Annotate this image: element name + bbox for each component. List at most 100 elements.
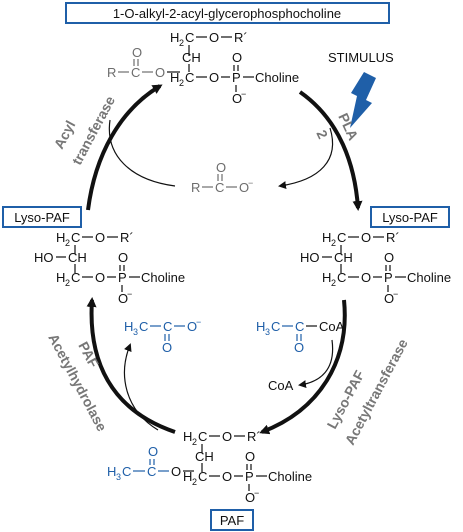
svg-text:2: 2: [65, 238, 70, 248]
svg-text:CH: CH: [195, 449, 214, 464]
svg-text:O: O: [155, 65, 165, 80]
svg-text:O: O: [245, 490, 255, 505]
arc-acetate-release: [123, 343, 159, 431]
acyl-anion: O R C O −: [191, 160, 253, 195]
svg-text:C: C: [215, 180, 224, 195]
svg-text:C: C: [198, 429, 207, 444]
svg-text:O: O: [232, 91, 242, 106]
svg-text:2: 2: [65, 278, 70, 288]
svg-text:O: O: [361, 270, 371, 285]
svg-text:C: C: [71, 230, 80, 245]
svg-text:O: O: [222, 469, 232, 484]
svg-text:H: H: [256, 319, 265, 334]
svg-text:2: 2: [331, 238, 336, 248]
svg-text:−: −: [196, 317, 201, 327]
coa-label: CoA: [268, 378, 294, 393]
svg-text:O: O: [245, 449, 255, 464]
svg-text:O: O: [209, 30, 219, 45]
acetyl-coa: H 3 C C CoA O: [256, 319, 345, 355]
svg-text:R´: R´: [386, 230, 400, 245]
svg-text:C: C: [198, 469, 207, 484]
svg-text:2: 2: [192, 437, 197, 447]
svg-text:H: H: [56, 230, 65, 245]
svg-text:Choline: Choline: [255, 70, 299, 85]
stimulus-arrow: [350, 72, 376, 128]
svg-text:C: C: [147, 464, 156, 479]
svg-text:H: H: [56, 270, 65, 285]
svg-text:H: H: [322, 230, 331, 245]
svg-text:R: R: [191, 180, 200, 195]
svg-text:H: H: [107, 464, 116, 479]
svg-text:−: −: [254, 488, 259, 498]
svg-text:O: O: [118, 250, 128, 265]
svg-text:R´: R´: [120, 230, 134, 245]
svg-text:H: H: [170, 30, 179, 45]
svg-text:O: O: [118, 291, 128, 306]
svg-text:Choline: Choline: [407, 270, 451, 285]
arc-acyl-release-right: [278, 127, 334, 190]
svg-text:C: C: [131, 65, 140, 80]
svg-text:C: C: [185, 30, 194, 45]
svg-text:C: C: [139, 319, 148, 334]
svg-text:−: −: [248, 178, 253, 188]
svg-text:O: O: [294, 340, 304, 355]
svg-text:C: C: [271, 319, 280, 334]
svg-text:2: 2: [313, 127, 331, 141]
top-molecule: H 2 C O R´ O R C O CH H 2 C O P Choline …: [107, 30, 299, 106]
svg-text:O: O: [171, 464, 181, 479]
paf-label: PAF: [220, 513, 244, 528]
svg-text:R´: R´: [247, 429, 261, 444]
svg-text:−: −: [393, 289, 398, 299]
svg-text:HO: HO: [34, 250, 54, 265]
svg-text:O: O: [239, 180, 249, 195]
arc-coa-release: [298, 339, 334, 389]
lyso-paf-left-molecule: H 2 C O R´ HO CH H 2 C O P Choline O O −: [34, 230, 185, 306]
stimulus-label: STIMULUS: [328, 50, 394, 65]
svg-text:C: C: [337, 230, 346, 245]
svg-text:O: O: [222, 429, 232, 444]
svg-text:2: 2: [192, 477, 197, 487]
svg-text:P: P: [384, 270, 393, 285]
svg-text:−: −: [127, 289, 132, 299]
svg-text:O: O: [95, 230, 105, 245]
svg-text:C: C: [185, 70, 194, 85]
svg-text:H: H: [183, 429, 192, 444]
svg-text:C: C: [71, 270, 80, 285]
paf-molecule: H 2 C O R´ O H 3 C C O CH H 2 C O P Chol…: [107, 429, 312, 505]
svg-text:−: −: [241, 89, 246, 99]
acetate: H 3 C C O − O: [124, 317, 201, 355]
svg-text:O: O: [132, 45, 142, 60]
arc-pla2: [298, 90, 363, 211]
svg-text:CH: CH: [182, 50, 201, 65]
svg-text:R´: R´: [234, 30, 248, 45]
arc-lyso-paf-acetyltransferase: [259, 299, 347, 435]
paf-ah-label-1: PAF: [75, 339, 102, 371]
lyso-paf-left-label: Lyso-PAF: [14, 210, 70, 225]
acyl-label: Acyl: [51, 118, 79, 152]
svg-text:C: C: [122, 464, 131, 479]
svg-text:O: O: [148, 444, 158, 459]
svg-text:3: 3: [265, 327, 270, 337]
svg-text:O: O: [232, 50, 242, 65]
svg-text:3: 3: [133, 327, 138, 337]
svg-text:2: 2: [179, 78, 184, 88]
svg-text:H: H: [124, 319, 133, 334]
svg-text:H: H: [322, 270, 331, 285]
svg-text:C: C: [163, 319, 172, 334]
arc-paf-acetylhydrolase: [86, 297, 176, 434]
svg-text:3: 3: [116, 472, 121, 482]
svg-text:R: R: [107, 65, 116, 80]
svg-text:CH: CH: [68, 250, 87, 265]
svg-text:2: 2: [179, 38, 184, 48]
top-compound-label: 1-O-alkyl-2-acyl-glycerophosphocholine: [113, 6, 341, 21]
top-compound-box: [65, 2, 390, 24]
paf-box: [210, 509, 254, 531]
svg-text:O: O: [361, 230, 371, 245]
arc-acyl-release-left: [108, 119, 176, 187]
svg-text:P: P: [232, 70, 241, 85]
svg-text:O: O: [162, 340, 172, 355]
svg-text:CH: CH: [334, 250, 353, 265]
lyso-paf-right-box: [370, 206, 450, 228]
